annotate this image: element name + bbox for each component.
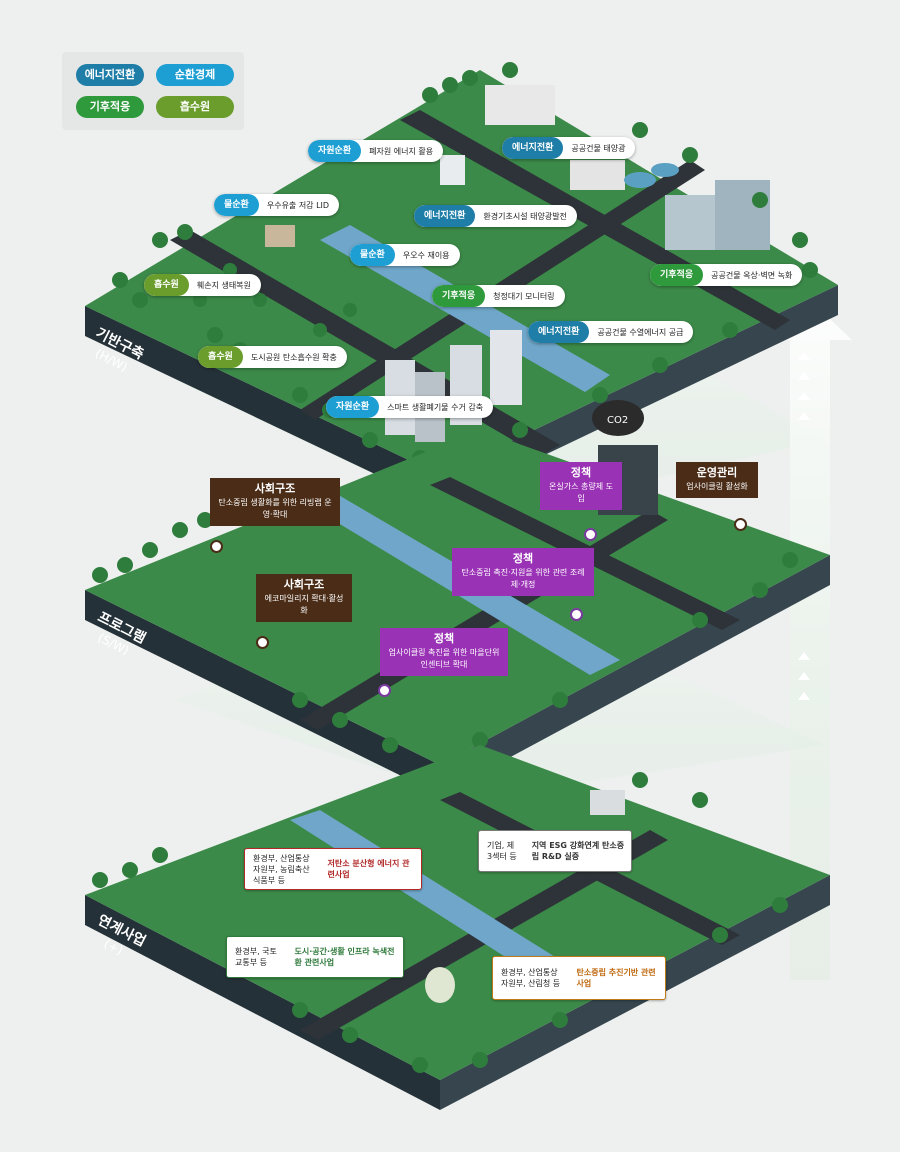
sw-box-text: 에코마일리지 확대·활성화	[264, 594, 344, 615]
sw-box-title: 사회구조	[283, 578, 325, 591]
plus-box-who: 환경부, 산업통상자원부, 산림청 등	[501, 968, 561, 988]
hw-tag-cat: 흡수원	[144, 274, 189, 296]
hw-tag-desc: 공공건물 수열에너지 공급	[597, 327, 684, 337]
hw-tag-cat: 물순환	[350, 244, 395, 266]
hw-tag-air-monitor: 기후적응 청정대기 모니터링	[432, 285, 565, 307]
plus-box-green-infra: 환경부, 국토교통부 등 도시·공간·생활 인프라 녹색전환 관련사업	[226, 936, 404, 978]
plus-box-what: 탄소중립 추진기반 관련사업	[576, 968, 656, 988]
sw-box-title: 정책	[512, 552, 534, 565]
hw-tag-hydrothermal: 에너지전환 공공건물 수열에너지 공급	[528, 321, 694, 343]
plus-box-who: 기업, 제3섹터 등	[487, 841, 517, 861]
plate-sw-front	[85, 590, 440, 795]
sw-box-text: 업사이클링 활성화	[686, 482, 748, 491]
sw-box-ordinance: 정책 탄소중립 촉진·지원을 위한 관련 조례 제·개정	[452, 548, 594, 596]
hw-tag-smart-waste: 자원순환 스마트 생활폐기물 수거 감축	[326, 396, 494, 418]
hw-river	[320, 225, 610, 392]
plus-bulb	[425, 967, 455, 1003]
sw-box-eco-mileage: 사회구조 에코마일리지 확대·활성화	[256, 574, 352, 622]
plus-box-who: 환경부, 산업통상자원부, 농림축산식품부 등	[253, 853, 310, 885]
hw-tag-lid: 물순환 우수유출 저감 LID	[214, 194, 340, 216]
hw-tag-cat: 에너지전환	[528, 321, 590, 343]
hw-tag-cat: 자원순환	[308, 140, 362, 162]
plate-hw-front	[85, 306, 440, 505]
upward-arrow	[768, 300, 852, 980]
plus-lab	[590, 790, 625, 815]
plus-box-what: 저탄소 분산형 에너지 관련사업	[327, 859, 410, 879]
hw-tag-desc: 도시공원 탄소흡수원 확충	[250, 352, 337, 362]
hw-trees	[112, 62, 818, 466]
legend-energy: 에너지전환	[76, 64, 144, 86]
hw-tag-desc: 환경기초시설 태양광발전	[483, 211, 567, 221]
hw-tag-env-solar: 에너지전환 환경기초시설 태양광발전	[414, 205, 577, 227]
plus-trees	[92, 772, 788, 1073]
hw-tag-public-solar: 에너지전환 공공건물 태양광	[502, 137, 636, 159]
hw-tag-cat: 기후적응	[432, 285, 486, 307]
hw-tag-desc: 우오수 재이용	[402, 250, 450, 260]
legend-circular: 순환경제	[156, 64, 234, 86]
legend-absorb: 흡수원	[156, 96, 234, 118]
hw-tag-cat: 기후적응	[650, 264, 704, 286]
sw-pin-ghg-cap	[584, 528, 597, 541]
hw-tag-cat: 에너지전환	[414, 205, 476, 227]
plus-box-what: 도시·공간·생활 인프라 녹색전환 관련사업	[294, 947, 395, 967]
legend: 에너지전환 순환경제 기후적응 흡수원	[62, 52, 244, 130]
hw-tag-desc: 공공건물 태양광	[571, 143, 626, 153]
sw-box-text: 업사이클링 촉진을 위한 마을단위 인센티브 확대	[388, 648, 500, 669]
sw-box-upcycling-ops: 운영관리 업사이클링 활성화	[676, 462, 758, 498]
hw-tag-urban-park: 흡수원 도시공원 탄소흡수원 확충	[198, 346, 347, 368]
plus-box-distributed-energy: 환경부, 산업통상자원부, 농림축산식품부 등 저탄소 분산형 에너지 관련사업	[244, 848, 422, 890]
sw-box-incentive: 정책 업사이클링 촉진을 위한 마을단위 인센티브 확대	[380, 628, 508, 676]
plus-box-what: 지역 ESG 강화연계 탄소중립 R&D 실증	[531, 841, 625, 861]
hw-tag-desc: 공공건물 옥상·벽면 녹화	[711, 270, 793, 280]
plate-hw-top	[85, 70, 838, 475]
hw-tag-desc: 폐자원 에너지 활용	[369, 146, 434, 156]
hw-tag-desc: 스마트 생활폐기물 수거 감축	[387, 402, 484, 412]
sw-box-text: 온실가스 총량제 도입	[549, 482, 613, 503]
sw-box-title: 정책	[433, 632, 455, 645]
hw-tag-green-roof: 기후적응 공공건물 옥상·벽면 녹화	[650, 264, 803, 286]
sw-pin-living-lab	[210, 540, 223, 553]
sw-box-title: 정책	[570, 466, 592, 479]
hw-tag-eco-restore: 흡수원 훼손지 생태복원	[144, 274, 261, 296]
sw-box-living-lab: 사회구조 탄소중립 생활화를 위한 리빙랩 운영·확대	[210, 478, 340, 526]
sw-box-text: 탄소중립 촉진·지원을 위한 관련 조례 제·개정	[461, 568, 585, 589]
hw-tag-waste-energy: 자원순환 폐자원 에너지 활용	[308, 140, 444, 162]
plate-sw-right	[440, 555, 830, 795]
plate-sw: CO2	[85, 400, 830, 795]
sw-box-ghg-cap: 정책 온실가스 총량제 도입	[540, 462, 622, 510]
hw-tag-desc: 청정대기 모니터링	[493, 291, 555, 301]
sw-pin-incentive	[378, 684, 391, 697]
sw-pin-upcycling-ops	[734, 518, 747, 531]
plate-plus	[85, 745, 830, 1110]
sw-box-text: 탄소중립 생활화를 위한 리빙랩 운영·확대	[218, 498, 332, 519]
plus-box-esg-rnd: 기업, 제3섹터 등 지역 ESG 강화연계 탄소중립 R&D 실증	[478, 830, 632, 872]
hw-tag-desc: 훼손지 생태복원	[196, 280, 251, 290]
sw-box-title: 사회구조	[254, 482, 296, 495]
hw-tag-cat: 에너지전환	[502, 137, 564, 159]
co2-cloud	[592, 400, 644, 436]
sw-pin-eco-mileage	[256, 636, 269, 649]
hw-tag-water-reuse: 물순환 우오수 재이용	[350, 244, 460, 266]
plus-box-who: 환경부, 국토교통부 등	[235, 947, 277, 967]
hw-tag-cat: 자원순환	[326, 396, 380, 418]
hw-tag-cat: 흡수원	[198, 346, 243, 368]
sw-box-title: 운영관리	[696, 466, 738, 479]
hw-tag-desc: 우수유출 저감 LID	[266, 200, 330, 210]
hw-tag-cat: 물순환	[214, 194, 259, 216]
plate-plus-front	[85, 895, 440, 1110]
plus-box-carbon-base: 환경부, 산업통상자원부, 산림청 등 탄소중립 추진기반 관련사업	[492, 956, 666, 1000]
legend-climate: 기후적응	[76, 96, 144, 118]
co2-label: CO2	[607, 415, 628, 426]
sw-pin-ordinance	[570, 608, 583, 621]
